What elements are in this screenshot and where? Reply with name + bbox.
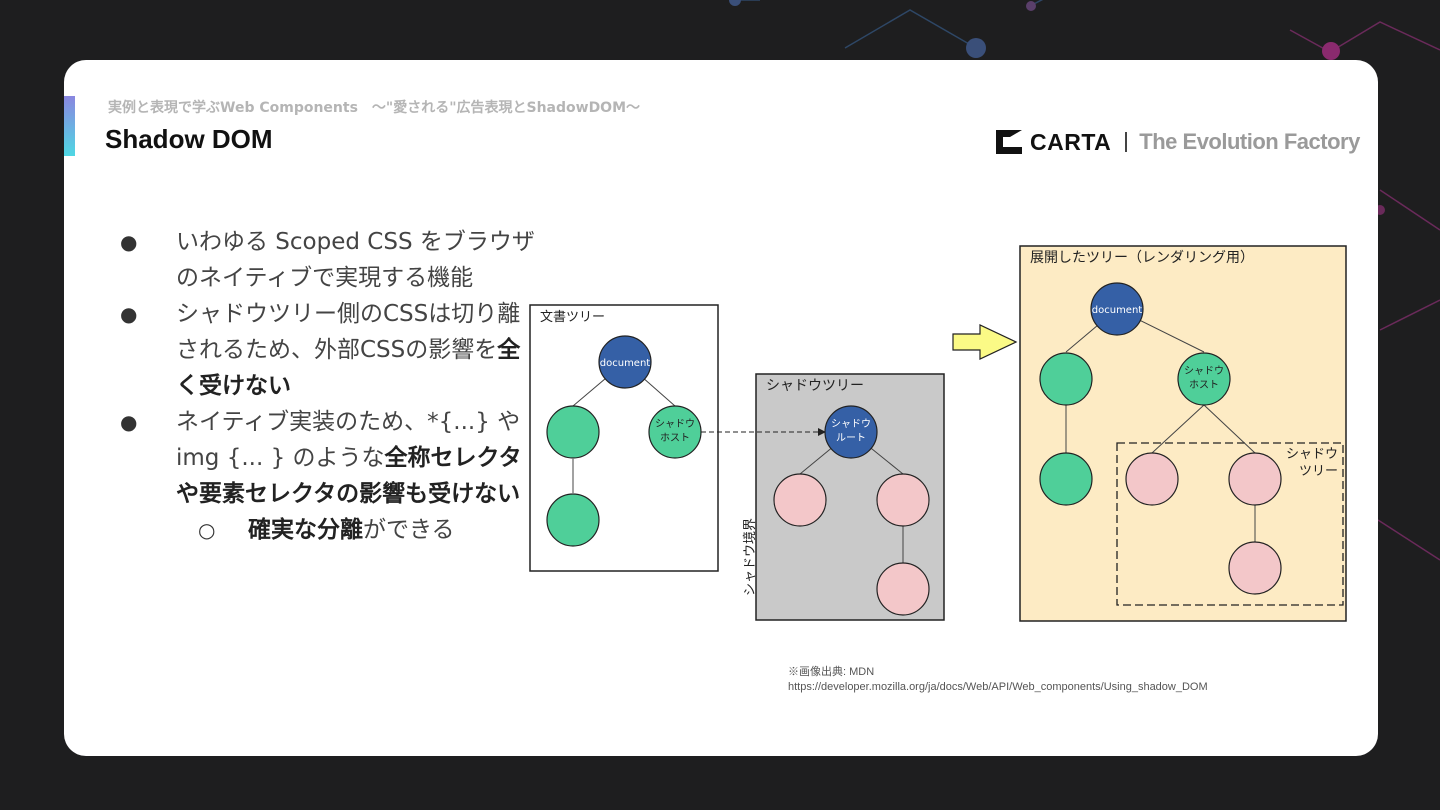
bullet-emphasis: 全称セレクタや要素セレクタの影響も受けない <box>176 445 522 507</box>
shadow-tree-label: シャドウツリー <box>766 378 864 394</box>
slide-subtitle: 実例と表現で学ぶWeb Components ～"愛される"広告表現とShado… <box>108 100 641 116</box>
shadow-dom-diagram: 文書ツリー document シャドウ ホスト シャドウツリー シャドウ境界 シ… <box>529 245 1347 622</box>
flatten-arrow-icon <box>952 324 1018 360</box>
sub-bullet-text: ができる <box>363 517 455 543</box>
bullet-dot-icon: ● <box>120 230 138 254</box>
shadow-boundary-label: シャドウ境界 <box>743 518 758 596</box>
bullet-text: いわゆる Scoped CSS をブラウザのネイティブで実現する機能 <box>176 229 535 291</box>
shadow-host-node <box>1177 352 1231 406</box>
credit-url: https://developer.mozilla.org/ja/docs/We… <box>788 681 1208 693</box>
carta-logo-mark-icon <box>996 130 1022 154</box>
document-node-label: document <box>600 358 651 369</box>
light-tree-node <box>1039 452 1093 506</box>
document-node-label: document <box>1092 305 1143 316</box>
sub-bullet-item: ○ 確実な分離ができる <box>120 512 540 548</box>
bullet-text: シャドウツリー側のCSSは切り離されるため、外部CSSの影響を <box>176 301 521 363</box>
document-node <box>1090 282 1144 336</box>
logo-separator <box>1125 132 1128 152</box>
bullet-list: ● いわゆる Scoped CSS をブラウザのネイティブで実現する機能 ● シ… <box>120 224 540 548</box>
flat-tree-label: 展開したツリー（レンダリング用） <box>1030 250 1254 266</box>
carta-logo: CARTA The Evolution Factory <box>992 124 1360 160</box>
image-credit: ※画像出典: MDN https://developer.mozilla.org… <box>788 665 1208 695</box>
bullet-dot-icon: ● <box>120 410 138 434</box>
bullet-item: ● いわゆる Scoped CSS をブラウザのネイティブで実現する機能 <box>120 224 540 296</box>
document-tree-label: 文書ツリー <box>540 310 605 325</box>
bullet-item: ● ネイティブ実装のため、*{...} や img {... } のような全称セ… <box>120 404 540 512</box>
shadow-host-node <box>648 405 702 459</box>
inner-shadow-tree-region <box>1116 442 1344 606</box>
shadow-tree-node <box>1228 452 1282 506</box>
flat-tree-panel <box>1019 245 1347 622</box>
logo-tagline: The Evolution Factory <box>1139 129 1360 154</box>
bullet-text: ネイティブ実装のため、*{...} や img {... } のような <box>176 409 521 471</box>
shadow-tree-node <box>1125 452 1179 506</box>
sub-bullet-emphasis: 確実な分離 <box>248 517 363 543</box>
bullet-dot-icon: ● <box>120 302 138 326</box>
shadow-host-label: シャドウ <box>1184 365 1224 377</box>
shadow-host-label: シャドウ <box>655 418 695 430</box>
shadow-root-label: シャドウ <box>831 418 871 430</box>
bullet-item: ● シャドウツリー側のCSSは切り離されるため、外部CSSの影響を全く受けない <box>120 296 540 404</box>
credit-source: ※画像出典: MDN <box>788 666 875 678</box>
shadow-tree-node <box>876 473 930 527</box>
light-tree-node <box>546 493 600 547</box>
shadow-tree-node <box>876 562 930 616</box>
shadow-root-node <box>824 405 878 459</box>
light-tree-node <box>1039 352 1093 406</box>
shadow-host-label: ホスト <box>660 432 690 444</box>
title-accent-bar <box>64 96 75 156</box>
logo-name: CARTA <box>1030 128 1112 155</box>
inner-shadow-tree-label: シャドウ <box>1286 447 1338 462</box>
shadow-tree-node <box>773 473 827 527</box>
light-tree-node <box>546 405 600 459</box>
bullet-emphasis: 全く受けない <box>176 337 521 399</box>
inner-shadow-tree-label: ツリー <box>1299 464 1338 479</box>
shadow-host-label: ホスト <box>1189 379 1219 391</box>
connector-arrowhead-icon <box>818 428 826 436</box>
shadow-tree-node <box>1228 541 1282 595</box>
sub-bullet-circle-icon: ○ <box>198 518 216 542</box>
document-node <box>598 335 652 389</box>
slide-title: Shadow DOM <box>105 124 273 154</box>
slide-card: 実例と表現で学ぶWeb Components ～"愛される"広告表現とShado… <box>64 60 1378 756</box>
shadow-root-label: ルート <box>836 433 866 444</box>
